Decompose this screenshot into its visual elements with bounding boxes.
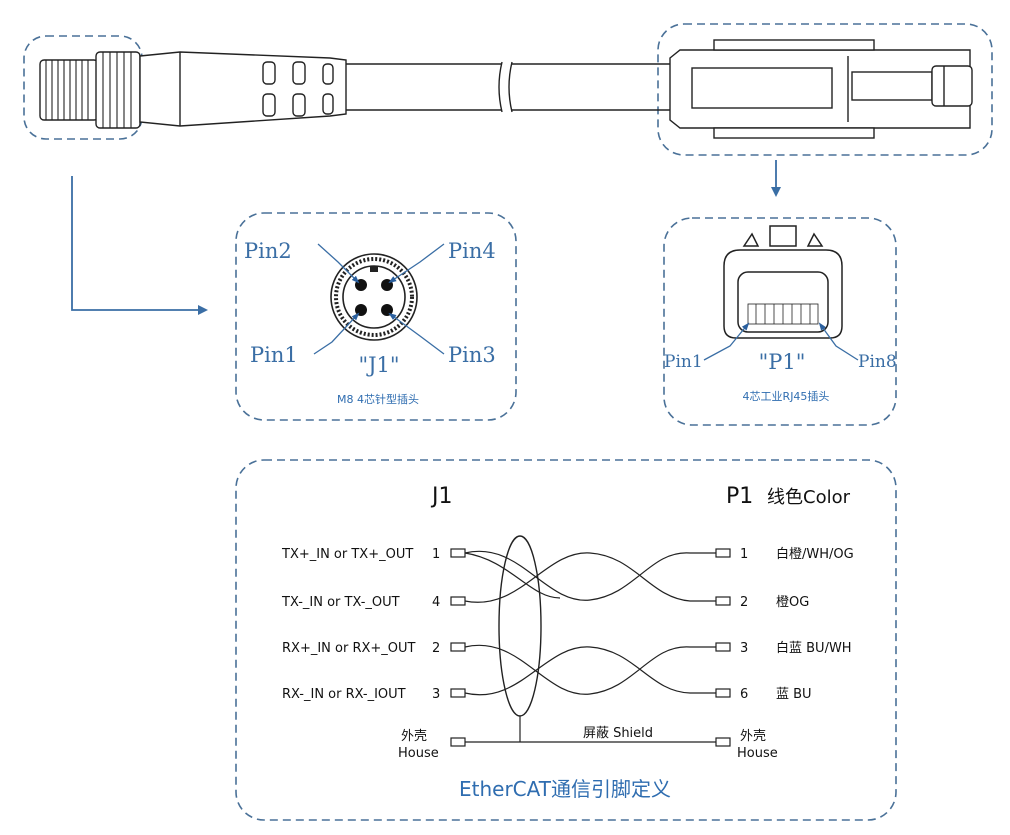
left-signal-row-2: TX-_IN or TX-_OUT <box>281 595 400 610</box>
left-pin-row-3: 2 <box>432 641 440 656</box>
shield-label: 屏蔽 Shield <box>583 726 653 741</box>
left-pin-row-2: 4 <box>432 595 440 610</box>
p1-panel: Pin1 Pin8 "P1" 4芯工业RJ45插头 <box>663 217 897 426</box>
j1-pin4-label: Pin4 <box>448 239 496 263</box>
p1-caption: 4芯工业RJ45插头 <box>743 389 830 403</box>
left-pin-row-4: 3 <box>432 687 440 702</box>
left-pin-row-1: 1 <box>432 547 440 562</box>
twisted-pair-rx <box>464 644 716 696</box>
wiring-right-header: P1 <box>726 484 753 509</box>
right-color-row-2: 橙OG <box>776 595 809 610</box>
m8-plug-drawing <box>39 51 347 129</box>
rj45-plug-drawing <box>669 39 973 139</box>
cable-illustration <box>23 23 993 156</box>
left-signal-row-1: TX+_IN or TX+_OUT <box>281 547 413 562</box>
left-signal-row-3: RX+_IN or RX+_OUT <box>282 641 416 656</box>
twisted-pair-tx <box>464 550 716 603</box>
right-pin-row-3: 3 <box>740 641 748 656</box>
j1-caption: M8 4芯针型插头 <box>337 392 419 406</box>
j1-pin1-label: Pin1 <box>250 343 298 367</box>
footer-title: EtherCAT通信引脚定义 <box>459 777 671 801</box>
right-color-row-1: 白橙/WH/OG <box>776 546 854 562</box>
wiring-right-subheader: 线色Color <box>767 487 851 508</box>
rj45-face-drawing <box>723 225 843 339</box>
j1-pin3-label: Pin3 <box>448 343 496 367</box>
right-pin-row-1: 1 <box>740 547 748 562</box>
terminal-boxes <box>450 548 731 747</box>
j1-pin2-label: Pin2 <box>244 239 292 263</box>
p1-connector-name: "P1" <box>759 350 806 374</box>
right-color-row-3: 白蓝 BU/WH <box>776 640 852 656</box>
p1-pin1-label: Pin1 <box>664 352 703 372</box>
arrow-to-j1 <box>71 176 208 315</box>
housing-right-line-1: 外壳 <box>740 729 766 744</box>
left-signal-row-4: RX-_IN or RX-_IOUT <box>282 687 406 702</box>
wiring-left-header: J1 <box>430 484 453 509</box>
housing-left-line-1: 外壳 <box>401 729 427 744</box>
p1-pin8-label: Pin8 <box>858 352 897 372</box>
j1-connector-name: "J1" <box>358 353 399 377</box>
m8-face-drawing <box>330 253 418 341</box>
housing-right-line-2: House <box>737 746 778 761</box>
housing-left-line-2: House <box>398 746 439 761</box>
cable-drawing <box>346 61 670 113</box>
right-color-row-4: 蓝 BU <box>776 687 812 702</box>
j1-panel: Pin2 Pin4 Pin1 Pin3 "J1" M8 4芯针型插头 <box>235 212 517 421</box>
right-pin-row-4: 6 <box>740 687 748 702</box>
wiring-panel: J1 P1 线色Color TX+_IN or TX+_OUT 1 TX-_IN… <box>235 459 897 821</box>
right-pin-row-2: 2 <box>740 595 748 610</box>
shield-ellipse <box>498 535 542 717</box>
